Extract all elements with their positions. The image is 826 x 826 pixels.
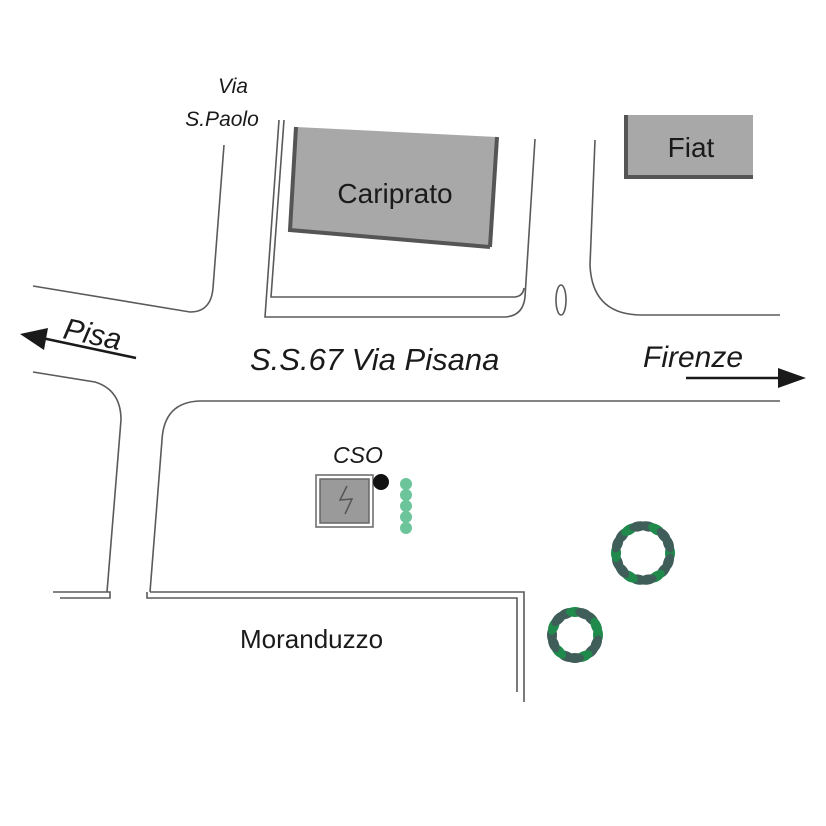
connection-point-icon xyxy=(373,474,389,490)
street-label-via: Via xyxy=(218,75,248,98)
area-label: Moranduzzo xyxy=(240,624,383,654)
building-label-cariprato: Cariprato xyxy=(337,178,452,209)
east-side-road-edge xyxy=(589,139,780,316)
arrow-left-icon xyxy=(20,328,48,350)
trees xyxy=(547,521,675,663)
block-outer-edge xyxy=(264,119,536,318)
sidewalk-right-outer xyxy=(150,591,525,702)
pisa-label: Pisa xyxy=(61,313,125,357)
tree-icon xyxy=(611,521,675,585)
sidewalk-right-inner xyxy=(146,592,518,692)
building-cariprato: Cariprato xyxy=(287,126,499,249)
via-pisana-south-edge xyxy=(149,400,780,593)
block-inner-edge xyxy=(270,119,525,298)
sidewalk-left-1 xyxy=(53,591,111,599)
pisa-direction: Pisa xyxy=(20,313,137,360)
firenze-label: Firenze xyxy=(643,341,743,374)
building-label-fiat: Fiat xyxy=(668,132,715,163)
hedge xyxy=(400,478,412,534)
substation-label: CSO xyxy=(333,442,383,468)
roads xyxy=(32,119,780,702)
arrow-right-icon xyxy=(778,368,806,388)
west-road-edge xyxy=(32,371,122,593)
tree-leaf xyxy=(662,535,674,553)
substation-cso: CSO xyxy=(315,442,412,534)
traffic-island xyxy=(555,284,567,316)
tree-leaf xyxy=(590,617,603,635)
main-road-label: S.S.67 Via Pisana xyxy=(250,342,499,377)
via-s-paolo-west-edge xyxy=(32,144,225,313)
firenze-direction: Firenze xyxy=(643,341,806,388)
tree-icon xyxy=(547,607,603,663)
street-label-s-paolo: S.Paolo xyxy=(185,108,259,131)
building-fiat: Fiat xyxy=(624,115,753,179)
lightning-icon xyxy=(338,485,354,515)
